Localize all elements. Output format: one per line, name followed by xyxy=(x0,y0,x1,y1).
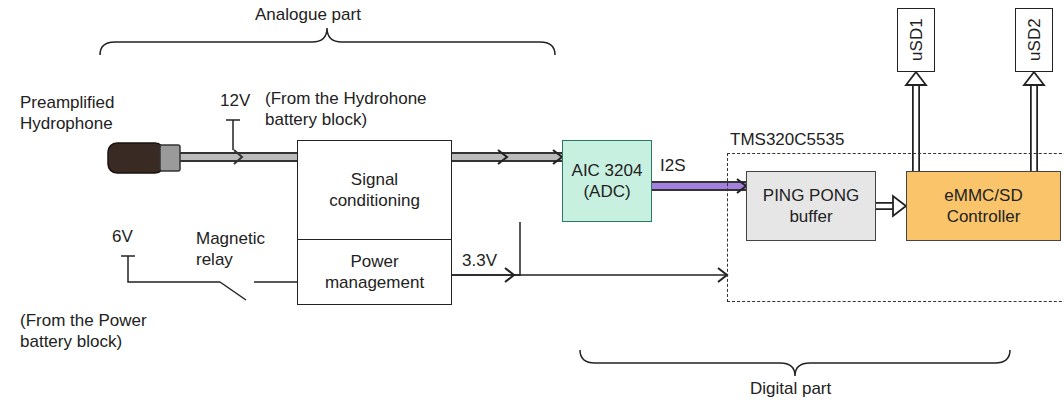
connector xyxy=(1024,72,1044,171)
connector xyxy=(906,72,926,171)
analogue-brace xyxy=(100,28,555,55)
annotation-label: Magnetic relay xyxy=(196,228,268,271)
connector xyxy=(452,222,520,275)
box-content: uSD2 xyxy=(1016,9,1052,71)
annotation-label: (From the Hydrohone battery block) xyxy=(265,88,460,131)
box-label: uSD1 xyxy=(905,19,926,62)
hydrophone-symbol xyxy=(108,143,180,173)
annotation-label: Digital part xyxy=(750,378,831,399)
chip-region: TMS320C5535PING PONG buffereMMC/SD Contr… xyxy=(727,153,1064,302)
card-box: uSD2 xyxy=(1015,8,1053,72)
box-content: PING PONG buffer xyxy=(747,172,875,240)
box-label: Power management xyxy=(315,251,435,294)
connector xyxy=(452,150,562,164)
chip-name: TMS320C5535 xyxy=(730,129,844,150)
process-box: AIC 3204 (ADC) xyxy=(562,140,652,222)
box-label: Signal conditioning xyxy=(315,169,435,212)
box-label: PING PONG buffer xyxy=(752,185,870,228)
process-box: Signal conditioning xyxy=(297,140,452,240)
hydrophone-cable xyxy=(178,150,297,164)
process-box: Power management xyxy=(297,239,452,305)
box-content: uSD1 xyxy=(898,9,934,71)
process-box: PING PONG buffer xyxy=(746,171,876,241)
annotation-label: (From the Power battery block) xyxy=(20,310,195,353)
box-content: Signal conditioning xyxy=(298,141,451,239)
connector xyxy=(876,196,906,216)
annotation-label: 12V xyxy=(220,90,250,111)
box-content: AIC 3204 (ADC) xyxy=(563,141,651,221)
box-label: AIC 3204 (ADC) xyxy=(568,160,646,203)
box-content: Power management xyxy=(298,240,451,304)
digital-brace xyxy=(580,350,1010,376)
annotation-label: 6V xyxy=(112,226,133,247)
box-label: uSD2 xyxy=(1023,19,1044,62)
supply-12v-symbol xyxy=(226,120,240,150)
annotation-label: Preamplified Hydrophone xyxy=(20,92,170,135)
card-box: uSD1 xyxy=(897,8,935,72)
box-content: eMMC/SD Controller xyxy=(907,172,1060,240)
signal-label: 3.3V xyxy=(460,251,499,271)
signal-label: I2S xyxy=(658,156,688,176)
annotation-label: Analogue part xyxy=(255,4,361,25)
connector xyxy=(652,179,746,193)
box-label: eMMC/SD Controller xyxy=(934,185,1034,228)
process-box: eMMC/SD Controller xyxy=(906,171,1061,241)
